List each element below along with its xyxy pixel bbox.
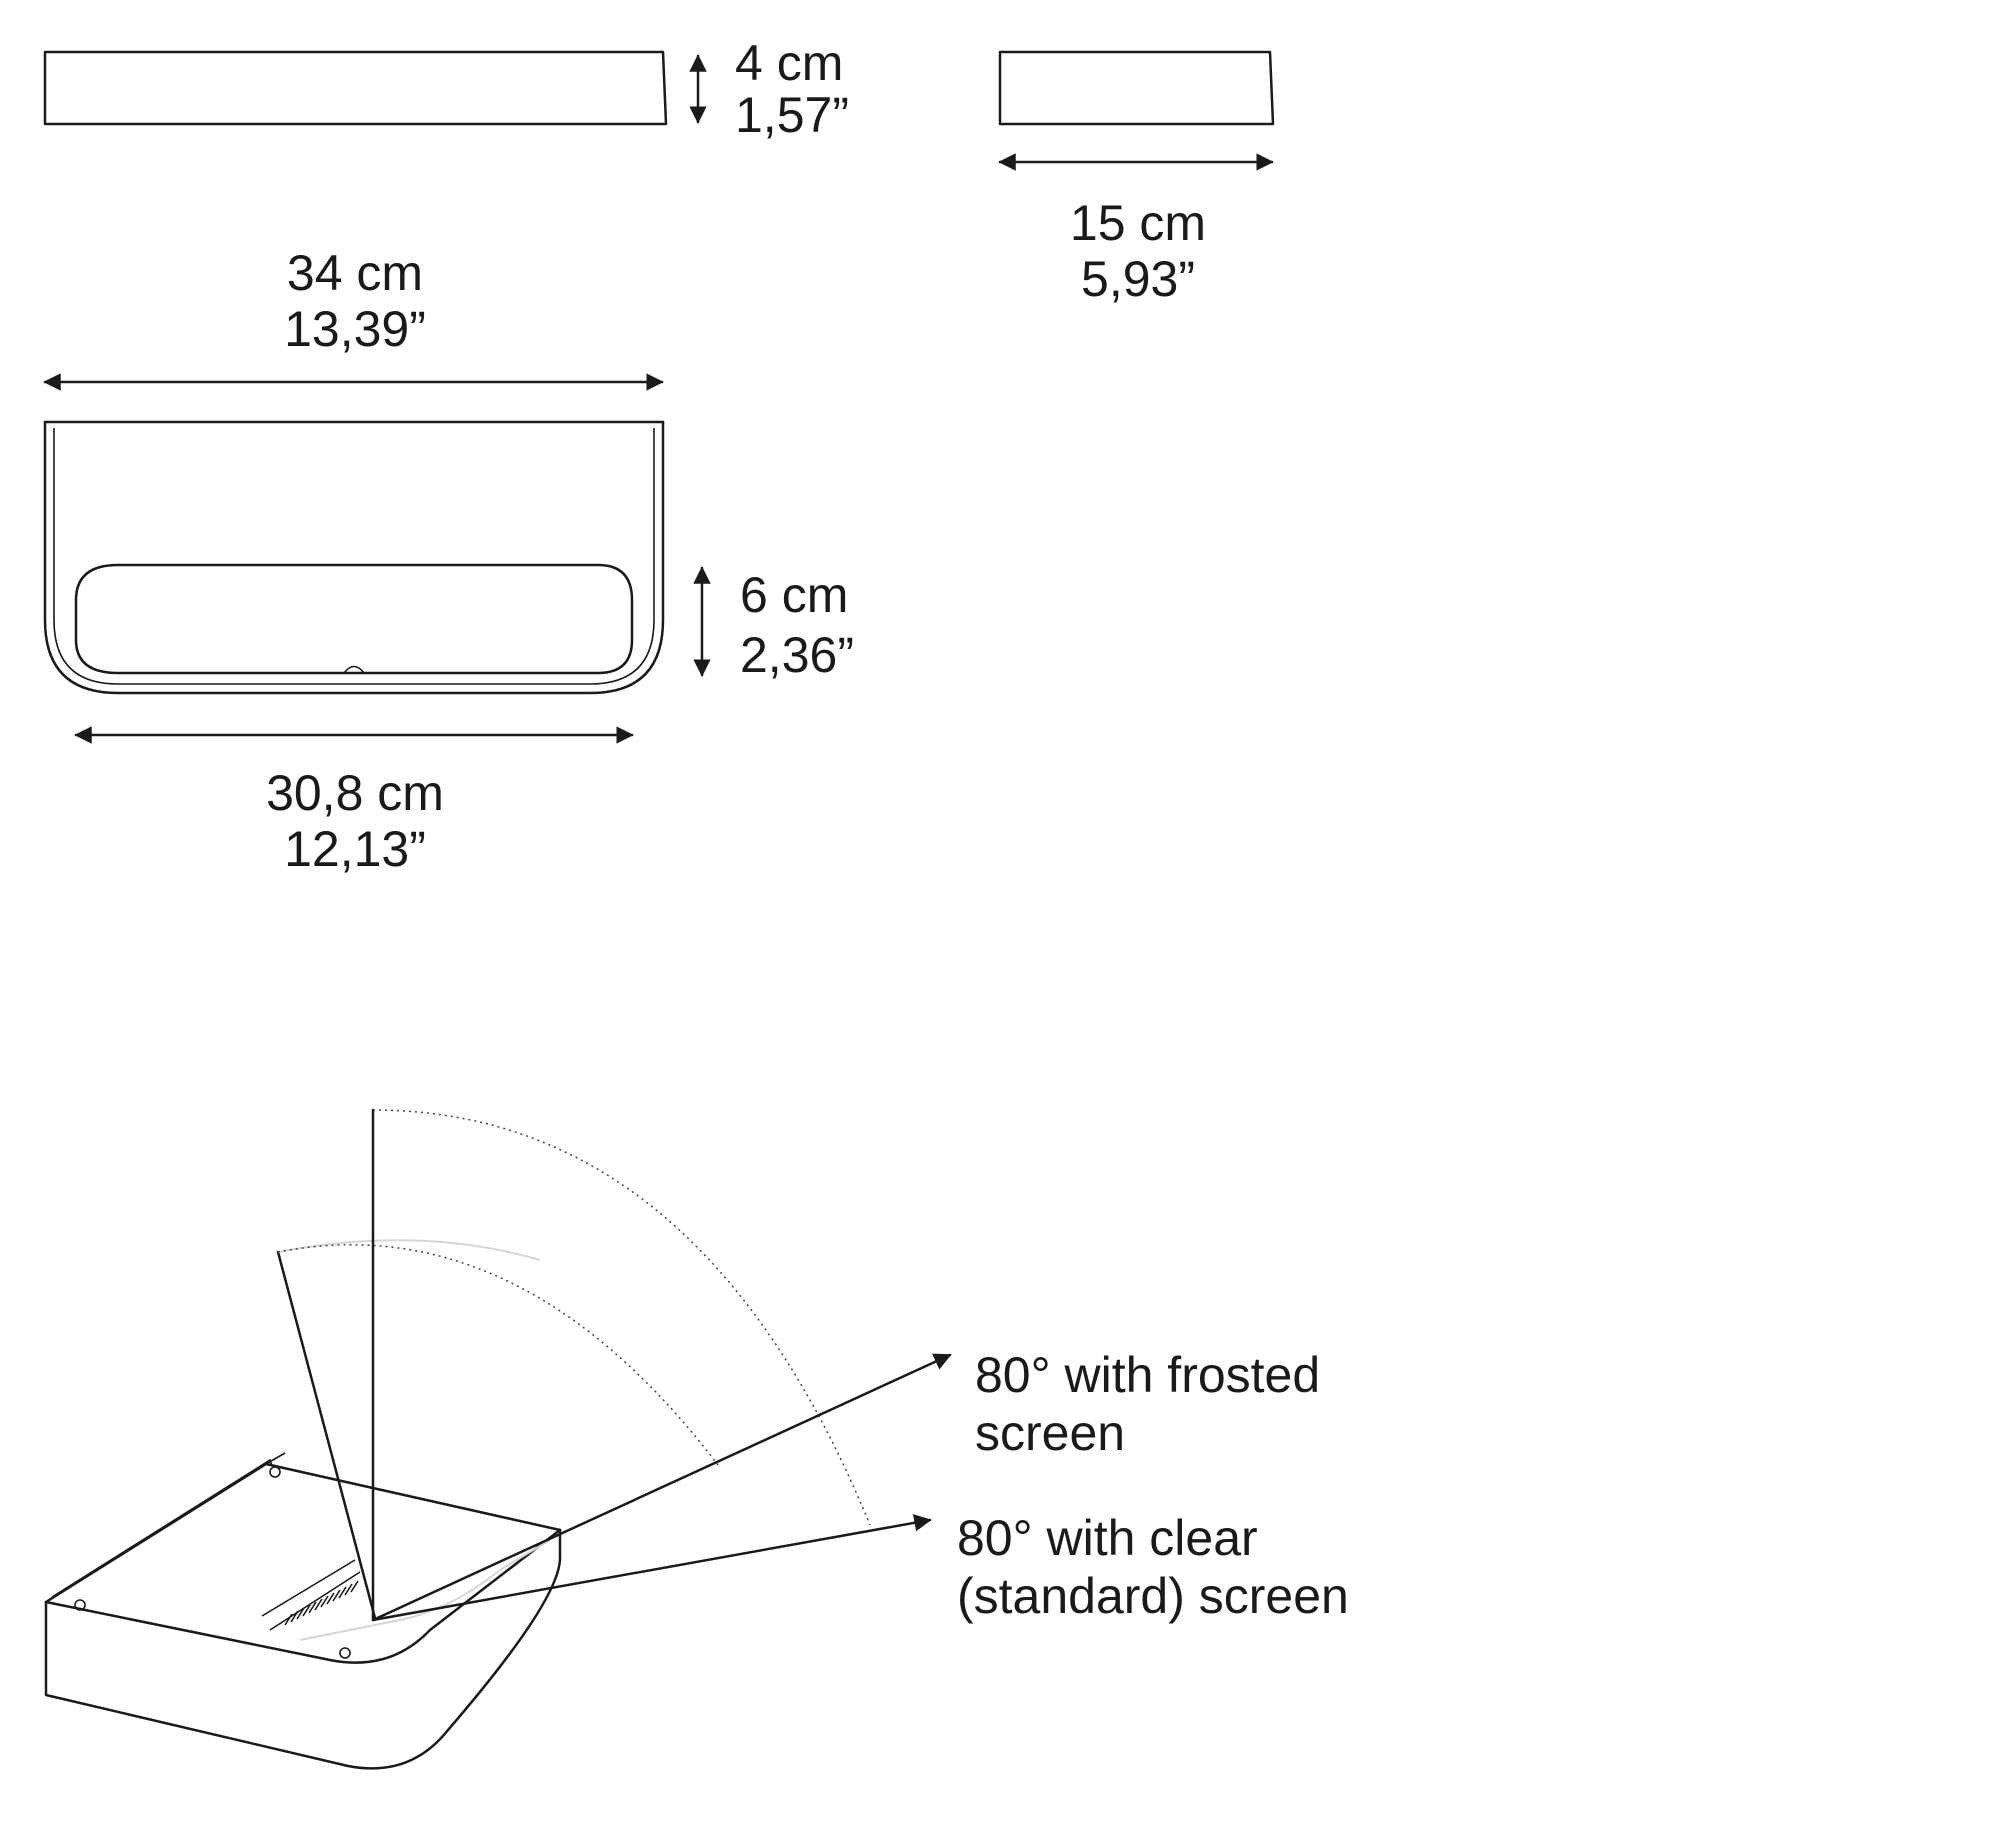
height-profile-in: 1,57” [735, 87, 849, 143]
height-front-cm: 6 cm [740, 567, 848, 623]
frosted-note-line1: 80° with frosted [975, 1347, 1320, 1403]
perspective-lamp-view [44, 1108, 952, 1770]
clear-note-line2: (standard) screen [957, 1568, 1349, 1624]
depth-in: 5,93” [1081, 251, 1195, 307]
top-view [43, 420, 665, 695]
front-profile-view [43, 50, 668, 126]
frosted-note-line2: screen [975, 1405, 1125, 1461]
depth-cm: 15 cm [1070, 195, 1206, 251]
width-outer-cm: 34 cm [287, 245, 423, 301]
height-profile-cm: 4 cm [735, 35, 843, 91]
width-inner-in: 12,13” [284, 821, 426, 877]
clear-note-line1: 80° with clear [957, 1510, 1258, 1566]
width-outer-in: 13,39” [284, 301, 426, 357]
side-profile-view [998, 50, 1275, 126]
width-inner-cm: 30,8 cm [266, 765, 444, 821]
height-front-in: 2,36” [740, 627, 854, 683]
